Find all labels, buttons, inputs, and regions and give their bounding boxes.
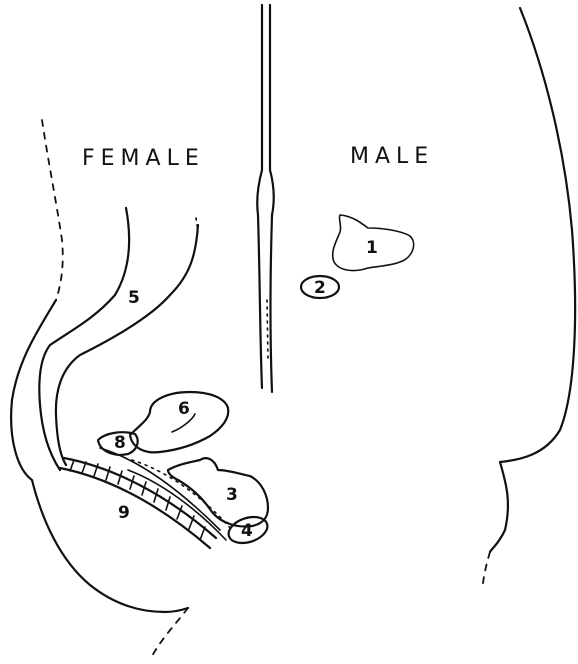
part-label-6: 6 xyxy=(178,399,190,419)
part-label-9: 9 xyxy=(118,503,130,523)
female-back-dashed-top xyxy=(42,120,63,300)
center-divider-left-line xyxy=(257,5,262,388)
part-label-3: 3 xyxy=(226,485,238,505)
center-divider-right-line xyxy=(270,5,274,392)
part-label-1: 1 xyxy=(366,238,378,258)
male-leg-dashed-line xyxy=(482,552,490,590)
center-divider-dashed xyxy=(267,300,268,360)
structure-9-hatched-band xyxy=(60,458,216,548)
female-section-label: FEMALE xyxy=(82,146,205,171)
part-label-8: 8 xyxy=(114,433,126,453)
part-label-5: 5 xyxy=(128,288,140,308)
male-section-label: MALE xyxy=(350,144,434,169)
part-label-4: 4 xyxy=(241,521,253,541)
female-back-outline xyxy=(11,300,188,612)
structure-5-outer-line xyxy=(39,208,129,470)
male-body-outline xyxy=(490,8,575,552)
female-leg-dashed xyxy=(150,608,188,660)
part-label-2: 2 xyxy=(314,278,326,298)
